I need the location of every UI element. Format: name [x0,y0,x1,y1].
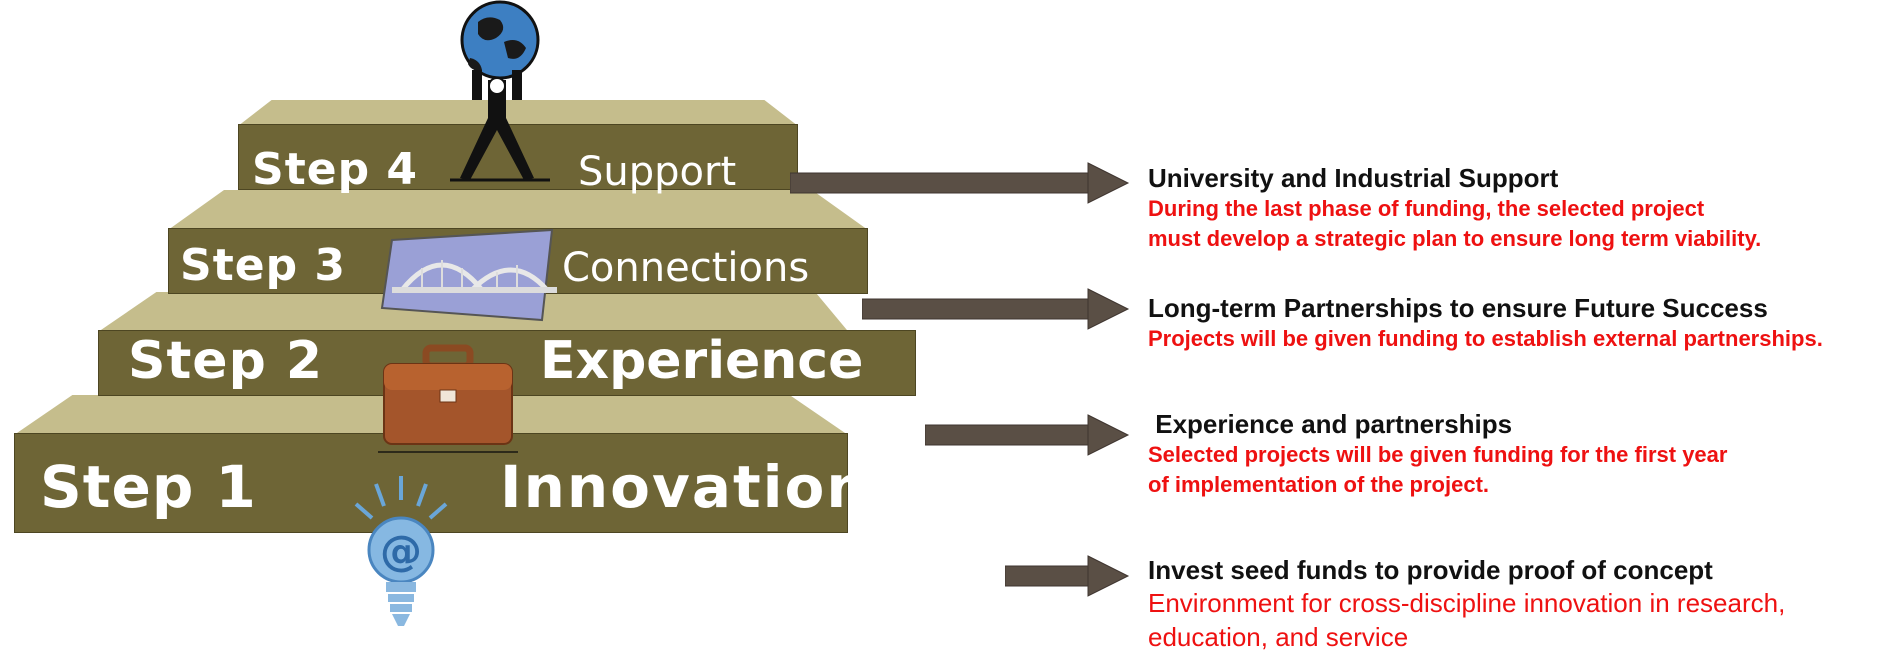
svg-text:@: @ [380,526,422,575]
description-line: Projects will be given funding to establ… [1148,326,1823,351]
step-4-top [238,100,798,126]
description-line: of implementation of the project. [1148,472,1490,497]
step-3-label: Step 3 [180,240,346,291]
step-4-label: Step 4 [252,144,418,195]
step-4-name: Support [578,149,737,195]
arrow-step-4 [790,162,1130,204]
step-2-name: Experience [540,331,864,391]
arrow-step-2 [925,414,1130,456]
description-step-4: University and Industrial Support During… [1148,162,1761,254]
step-2-label: Step 2 [128,331,324,391]
description-line: education, and service [1148,622,1409,652]
arrow-step-3 [862,288,1130,330]
atlas-globe-icon [450,0,550,182]
description-line: Environment for cross-discipline innovat… [1148,588,1786,618]
description-line: Selected projects will be given funding … [1148,442,1728,467]
description-line: must develop a strategic plan to ensure … [1148,226,1762,251]
description-step-2: Experience and partnerships Selected pro… [1148,408,1727,500]
briefcase-icon [378,344,518,453]
description-title: Long-term Partnerships to ensure Future … [1148,293,1768,323]
arrow-step-1 [1005,555,1130,597]
step-1-name: Innovation [500,453,870,521]
lightbulb-at-icon: @ [354,476,448,626]
description-step-3: Long-term Partnerships to ensure Future … [1148,292,1823,354]
description-step-1: Invest seed funds to provide proof of co… [1148,554,1785,654]
description-line: During the last phase of funding, the se… [1148,196,1705,221]
bridge-map-icon [380,228,557,322]
description-title: Invest seed funds to provide proof of co… [1148,555,1713,585]
description-title: University and Industrial Support [1148,163,1559,193]
step-1-label: Step 1 [40,453,257,521]
description-title: Experience and partnerships [1148,409,1513,439]
step-3-name: Connections [562,245,810,291]
step-3-top [168,190,868,230]
